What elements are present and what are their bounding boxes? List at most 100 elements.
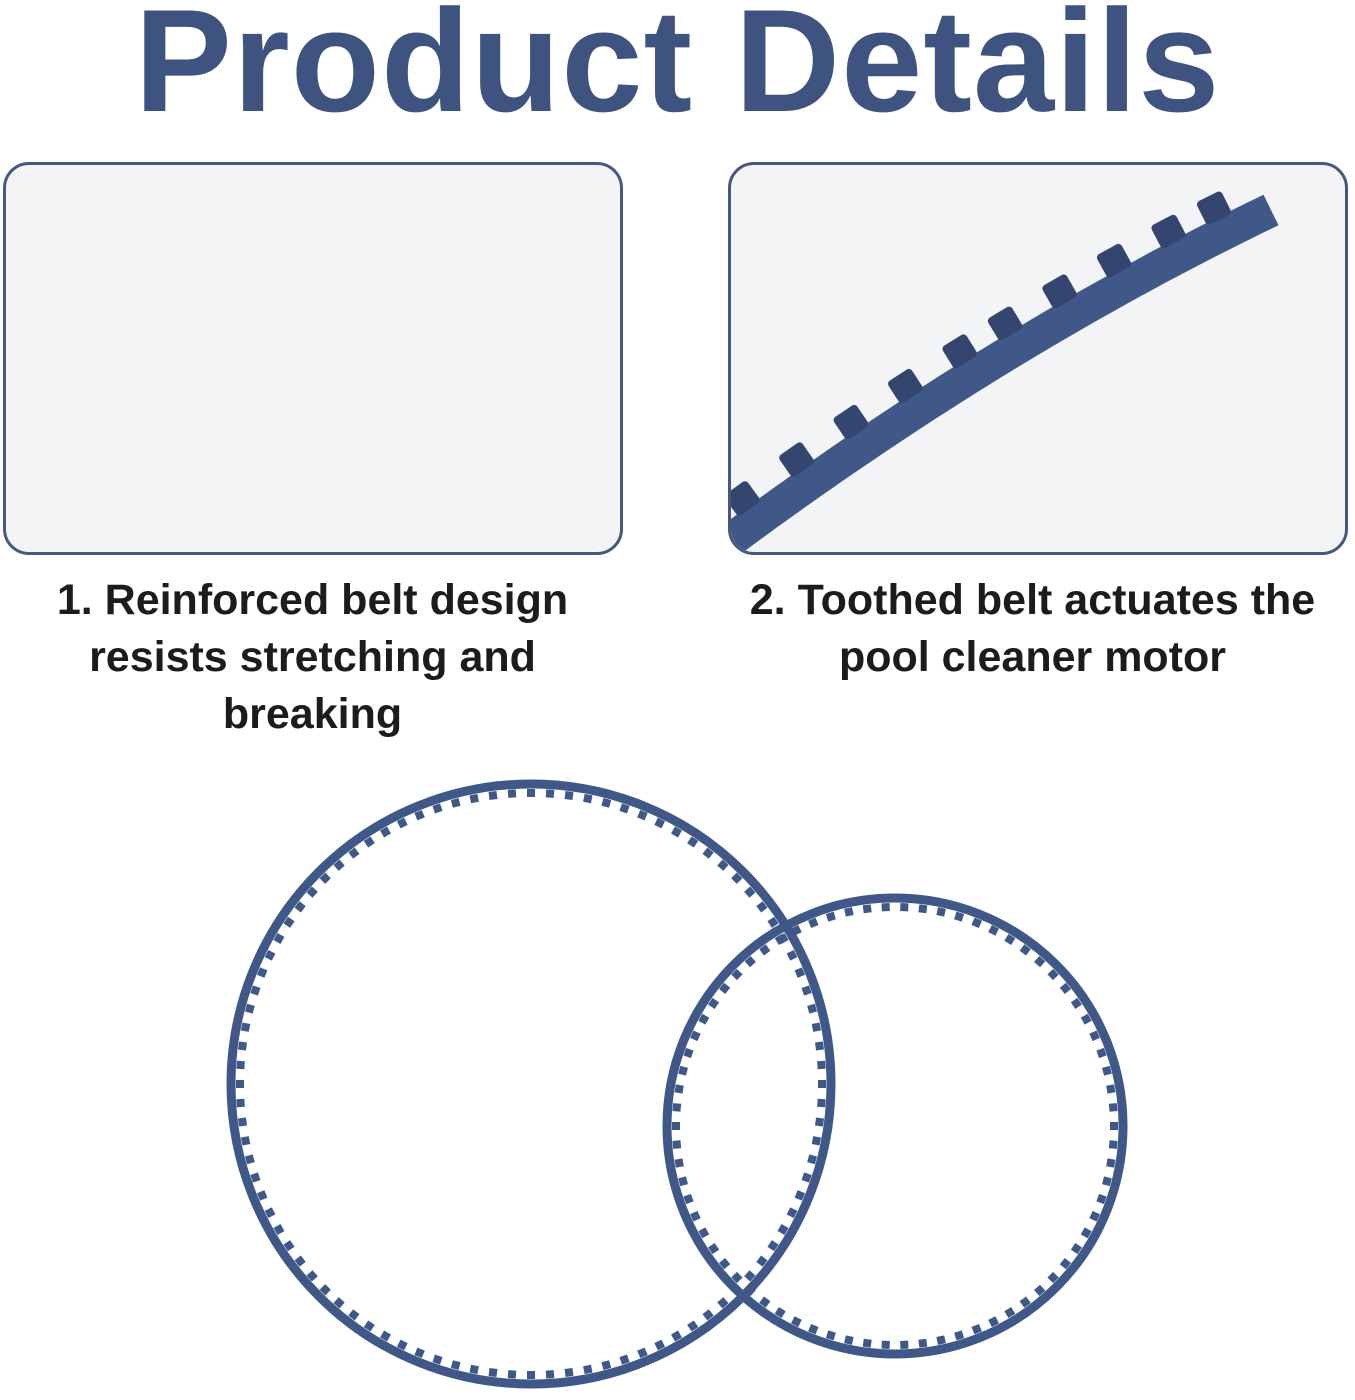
belt-ring-tooth [414,809,425,821]
belt-ring-tooth [1080,1013,1092,1025]
belt-ring-tooth [1108,1140,1118,1149]
belt-ring-tooth [690,1210,701,1222]
belt-ring-tooth [1059,1257,1072,1270]
belt-ring-tooth [900,1340,909,1349]
belt-ring-tooth [708,997,720,1009]
belt-ring-tooth [363,1320,375,1332]
belt-ring-tooth [687,1320,699,1332]
feature-caption-1: 1. Reinforced belt design resists stretc… [56,576,569,738]
belt-ring-tooth [527,789,535,797]
belt-tooth [987,306,1023,341]
belt-ring-tooth [954,1330,965,1341]
belt-ring-tooth [396,1339,408,1351]
belt-ring-tooth [881,903,890,912]
feature-caption-2: 2. Toothed belt actuates the pool cleane… [749,576,1316,681]
belt-ring-tooth [1080,1227,1092,1239]
belt-ring-tooth [238,1041,247,1051]
belt-ring-tooth [601,798,612,808]
belt-teeth-image [731,191,1279,552]
belt-ring-tooth [807,1154,817,1165]
belt-ring-tooth [363,836,375,848]
belt-ring-tooth [674,1158,684,1168]
belt-ring-tooth [306,886,318,898]
belt-ring-tooth [702,847,714,859]
belt-ring-tooth [678,1065,688,1076]
belt-ring-tooth [774,933,786,946]
belt-ring-tooth [767,1240,779,1252]
belt-ring-tooth [825,911,836,922]
belt-ring-tooth [619,1354,630,1365]
belt-ring-tooth [808,917,819,929]
belt-ring-tooth [1070,997,1082,1009]
belt-band [731,194,1279,552]
belt-ring-tooth [936,1335,946,1345]
belt-ring-tooth [432,803,443,814]
belt-ring-tooth [319,1284,331,1296]
belt-ring-tooth [527,1371,535,1379]
belt-ring-tooth [971,1323,982,1335]
belt-ring-tooth [718,1257,731,1270]
belt-ring-tooth [825,1330,836,1341]
belt-ring-tooth [744,886,756,898]
large-belt-ring [226,779,836,1389]
belt-ring-tooth [469,1364,479,1375]
belt-ring-tooth [818,1080,826,1088]
belt-ring-tooth [1004,1306,1016,1319]
belt-ring-tooth [1102,1176,1112,1187]
belt-ring-tooth [348,1309,360,1321]
belt-rings-image [226,779,1128,1389]
belt-ring-tooth [1089,1030,1100,1042]
belt-ring-tooth [767,916,779,928]
belt-ring-tooth [250,985,261,996]
belt-ring-tooth [306,1270,318,1282]
belt-ring-tooth [236,1098,245,1108]
belt-ring-tooth [450,1360,461,1370]
belt-ring-tooth [264,949,276,961]
belt-ring-tooth [1108,1103,1118,1112]
belt-ring-tooth [450,798,461,808]
belt-ring-tooth [698,1227,710,1239]
belt-ring-tooth [1059,982,1072,995]
belt-ring-tooth [881,1340,890,1349]
belt-ring-tooth [294,1255,306,1267]
belt-tooth [1196,191,1231,225]
belt-ring-tooth [250,1172,261,1183]
belt-ring-tooth [811,1022,822,1032]
belt-ring-tooth [759,944,771,956]
belt-ring-tooth [1110,1122,1118,1130]
belt-ring-tooth [348,847,360,859]
belt-ring-tooth [1089,1210,1100,1222]
belt-ring-tooth [1102,1065,1112,1076]
belt-ring-tooth [815,1117,824,1127]
belt-ring-tooth [1047,1271,1059,1284]
belt-ring-tooth [469,793,479,804]
belt-ring-tooth [756,1255,768,1267]
belt-ring-tooth [238,1117,247,1127]
belt-ring-tooth [674,1084,684,1094]
belt-ring-tooth [583,793,593,804]
belt-tooth [833,404,869,440]
belt-ring-tooth [507,1370,517,1379]
belt-ring-tooth [683,1193,694,1205]
belt-ring-tooth [1070,1243,1082,1255]
belt-ring-tooth [488,1368,498,1377]
belt-ring-tooth [808,1323,819,1335]
belt-ring-tooth [811,1136,822,1146]
belt-ring-tooth [236,1080,244,1088]
belt-ring-tooth [817,1060,826,1070]
belt-ring-tooth [283,1240,295,1252]
belt-ring-tooth [794,967,806,978]
belt-ring-tooth [333,859,345,871]
belt-ring-tooth [1004,933,1016,946]
belt-ring-tooth [744,1284,756,1297]
belt-ring-tooth [988,925,999,936]
belt-ring-tooth [918,904,928,914]
belt-ring-tooth [936,907,946,917]
belt-ring-tooth [245,1003,255,1014]
belt-ring-tooth [414,1347,425,1359]
belt-ring-tooth [637,809,648,821]
belt-ring-tooth [380,1330,391,1342]
belt-tooth [1096,243,1132,278]
belt-ring-tooth [1106,1158,1116,1168]
belt-ring-tooth [844,907,854,917]
